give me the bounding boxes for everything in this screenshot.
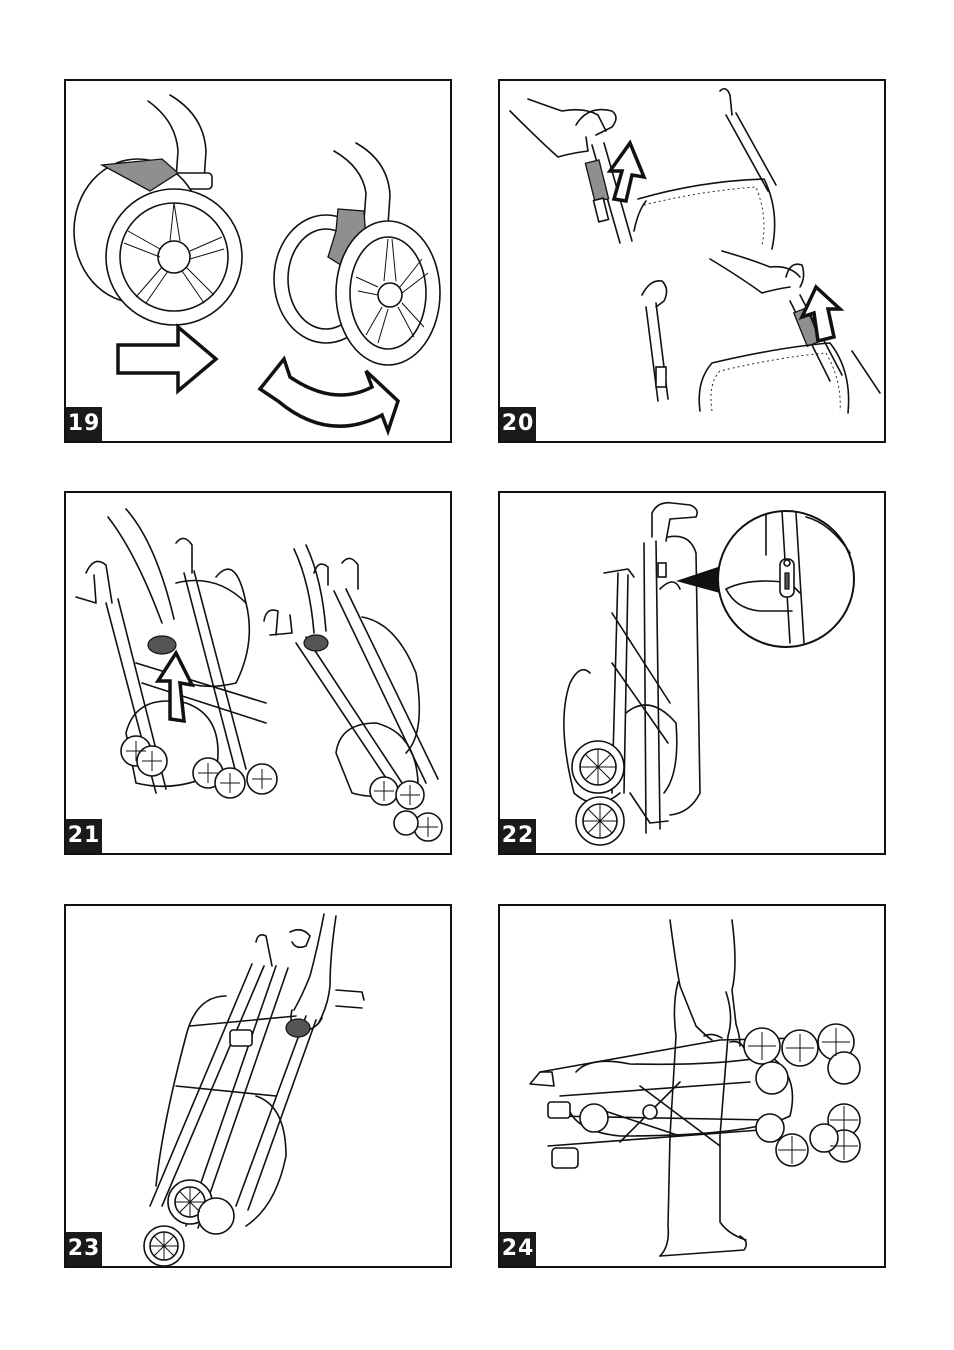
panel-19: 19 — [64, 79, 452, 443]
step-number: 24 — [500, 1232, 536, 1266]
handle-adjust-illustration — [500, 81, 884, 441]
step-number: 22 — [500, 819, 536, 853]
panel-22: 22 — [498, 491, 886, 855]
panel-23: 23 — [64, 904, 452, 1268]
step-number: 20 — [500, 407, 536, 441]
carry-horizontal-illustration — [500, 906, 884, 1266]
step-number: 19 — [66, 407, 102, 441]
swivel-wheel-illustration — [66, 81, 450, 441]
step-number: 23 — [66, 1232, 102, 1266]
panel-20: 20 — [498, 79, 886, 443]
folded-lock-illustration — [500, 493, 884, 853]
carry-folded-illustration — [66, 906, 450, 1266]
fold-release-illustration — [66, 493, 450, 853]
step-number: 21 — [66, 819, 102, 853]
panel-24: 24 — [498, 904, 886, 1268]
panel-21: 21 — [64, 491, 452, 855]
